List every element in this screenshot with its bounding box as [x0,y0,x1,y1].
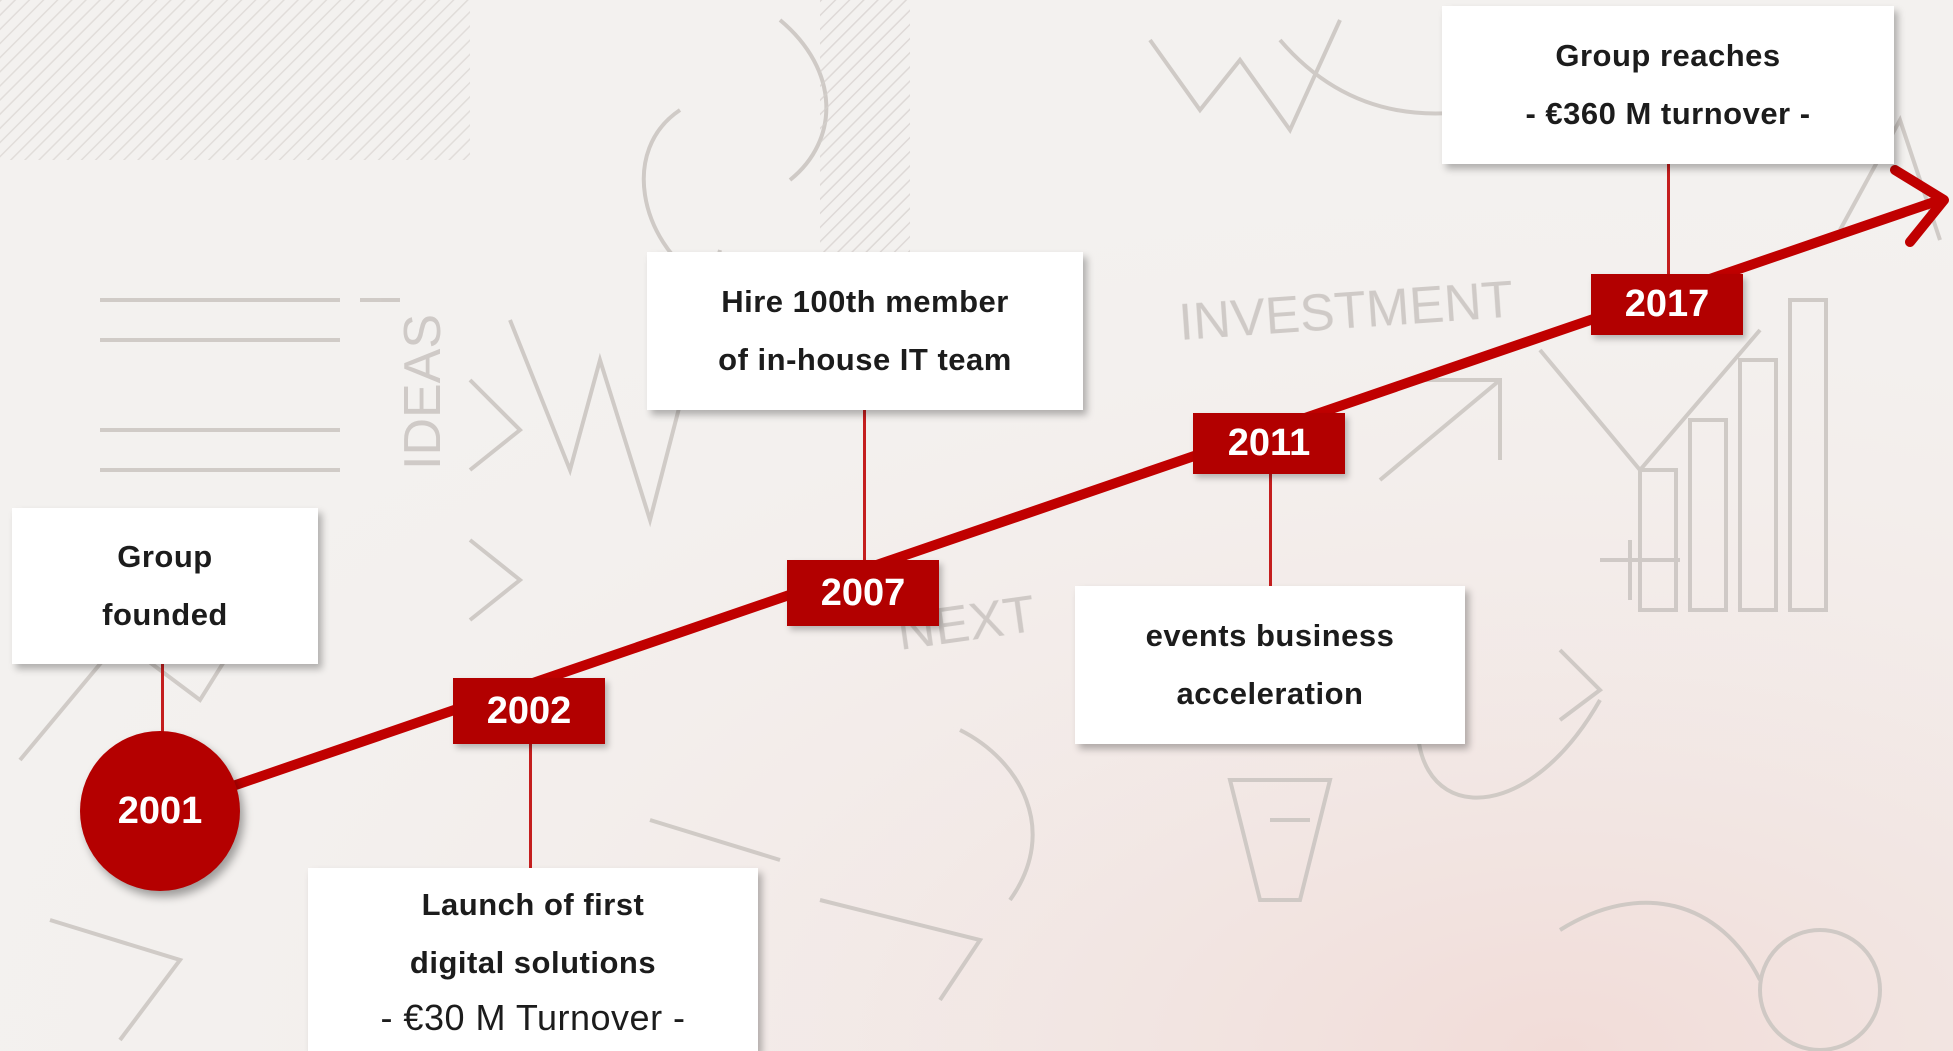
milestone-card-2002: Launch of first digital solutions - €30 … [308,868,758,1051]
milestone-card-2011: events business acceleration [1075,586,1465,744]
year-label: 2011 [1227,422,1311,464]
connector-2011 [1269,474,1272,586]
year-badge-2017: 2017 [1591,274,1743,335]
milestone-line: events business [1145,618,1395,653]
milestone-line: Group reaches [1555,38,1781,73]
milestone-line: Group [117,539,213,574]
year-badge-2011: 2011 [1193,413,1345,474]
year-badge-2002: 2002 [453,678,605,744]
connector-2002 [529,744,532,868]
milestone-line: Launch of first [421,887,645,922]
doodle-word-ideas: IDEAS [394,314,452,470]
milestone-line: of in-house IT team [718,342,1012,377]
year-badge-2001: 2001 [80,731,240,891]
milestone-line: digital solutions [409,945,657,980]
milestone-line: Hire 100th member [721,284,1009,319]
milestone-line: - €360 M turnover - [1525,96,1811,131]
connector-2017 [1667,164,1670,274]
connector-2007 [863,410,866,560]
arrow-head-icon [1890,165,1949,247]
milestone-card-2017: Group reaches - €360 M turnover - [1442,6,1894,164]
connector-2001 [161,664,164,734]
milestone-line: founded [102,597,228,632]
year-label: 2001 [117,789,203,832]
year-label: 2002 [486,689,572,732]
milestone-line: acceleration [1176,676,1364,711]
milestone-card-2007: Hire 100th member of in-house IT team [647,252,1083,410]
year-label: 2007 [820,571,906,614]
milestone-turnover: - €30 M Turnover - [380,997,686,1038]
milestone-card-2001: Group founded [12,508,318,664]
year-badge-2007: 2007 [787,560,939,626]
year-label: 2017 [1624,283,1710,325]
